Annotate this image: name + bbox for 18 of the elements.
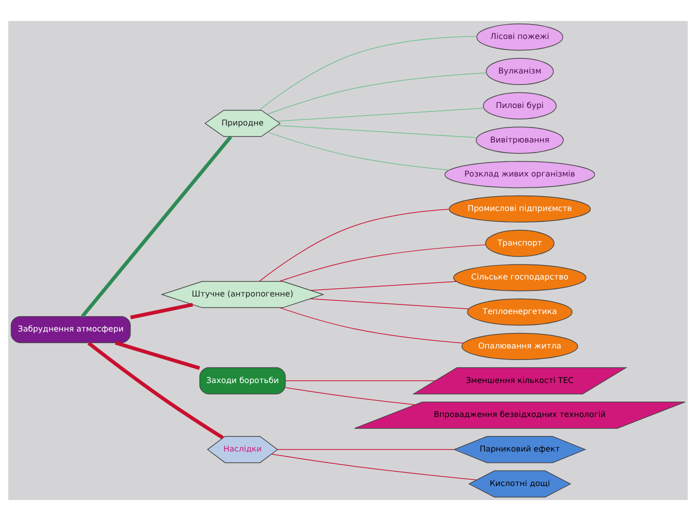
connector <box>310 280 456 290</box>
connector <box>87 341 224 439</box>
connector <box>279 244 486 282</box>
connector <box>285 380 436 381</box>
connector <box>276 107 484 122</box>
connector <box>267 131 450 170</box>
connector <box>259 35 478 110</box>
connector <box>266 72 487 114</box>
connector <box>259 208 450 282</box>
connector <box>277 124 478 138</box>
connector <box>277 448 455 450</box>
connector <box>130 302 194 319</box>
connector <box>279 306 464 344</box>
connector <box>80 135 232 318</box>
connector <box>285 386 416 405</box>
connector <box>114 340 200 370</box>
connector <box>271 453 477 480</box>
connector <box>310 298 470 309</box>
